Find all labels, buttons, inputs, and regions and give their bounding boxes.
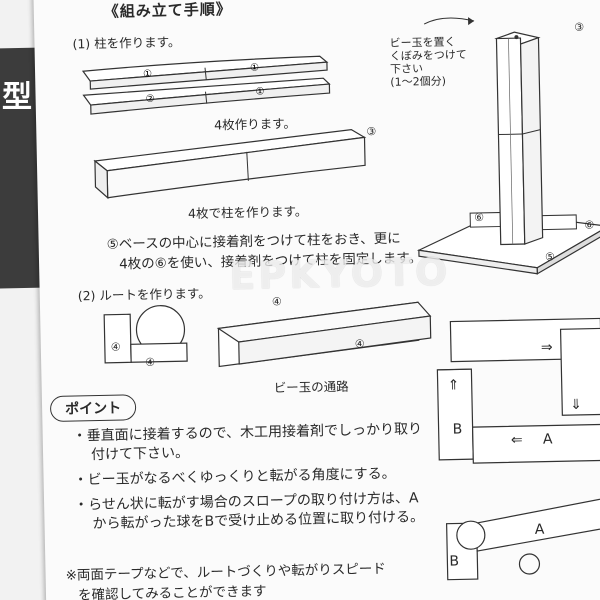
- holder-label-4b: ④: [145, 355, 156, 369]
- point-heading: ポイント: [49, 394, 137, 422]
- strip-1: [81, 55, 329, 90]
- left-page-kanji: 型: [2, 80, 32, 115]
- slope-label-A: A: [534, 521, 545, 538]
- marble-holder-diagram: [103, 305, 188, 364]
- path-caption: ビー玉の通路: [273, 378, 349, 396]
- channel-diagram: [216, 301, 432, 368]
- strip-label: ②: [146, 94, 155, 105]
- pillar-box: [93, 128, 367, 200]
- holder-label-4a: ④: [110, 340, 121, 354]
- tower-label-5: ⑤: [544, 250, 556, 264]
- step1-heading: (1) 柱を作ります。: [72, 34, 181, 52]
- slope-diagram: [445, 495, 600, 581]
- page-title: 《組み立て手順》: [103, 0, 232, 21]
- route-label-B: B: [452, 421, 463, 438]
- strip-label: ①: [143, 69, 152, 80]
- route-label-A: A: [542, 431, 553, 448]
- point-bullet: ・らせん状に転がす場合のスロープの取り付け方は、A から転がった球をBで受け止め…: [73, 490, 425, 533]
- route-diagram: [436, 317, 600, 464]
- pointer-arrow: [423, 17, 475, 25]
- strip-2: [82, 77, 331, 115]
- route-arrow-up: ⇑: [447, 377, 460, 394]
- strip-label: ①: [250, 63, 259, 74]
- slope-label-B: B: [449, 553, 460, 570]
- channel-label-4b: ④: [354, 337, 365, 351]
- strip-label: ①: [255, 86, 264, 97]
- tower-label-6: ⑥: [474, 210, 485, 225]
- marble-dimple: [514, 35, 519, 40]
- part3-label: ③: [366, 125, 377, 139]
- route-arrow-right: ⇒: [540, 339, 553, 356]
- point-bullet-list: ・垂直面に接着するので、木工用接着剤でしっかり取り付けて下さい。 ・ビー玉がなる…: [73, 420, 430, 540]
- make4-pillar-caption: 4枚で柱を作ります。: [187, 203, 308, 222]
- instruction-sheet: 《組み立て手順》 (1) 柱を作ります。 ① ① ② ①: [33, 0, 600, 600]
- tower-assembly-diagram: [416, 17, 600, 275]
- route-arrow-left: ⇐: [510, 432, 523, 449]
- point-bullet: ・ビー玉がなるべくゆっくりと転がる角度にする。: [73, 465, 396, 489]
- footnote-line2: を確認してみることができます: [77, 583, 267, 600]
- pillar-parts-diagram: ① ① ② ①: [81, 55, 367, 200]
- tower-label-6b: ⑥: [584, 218, 595, 232]
- tower-label-3: ③: [574, 20, 585, 34]
- make4-caption: 4枚作ります。: [214, 115, 297, 133]
- route-arrow-down: ⇓: [569, 396, 583, 414]
- watermark: EPKYOTO: [228, 249, 451, 299]
- point-bullet: ・垂直面に接着するので、木工用接着剤でしっかり取り付けて下さい。: [72, 421, 423, 464]
